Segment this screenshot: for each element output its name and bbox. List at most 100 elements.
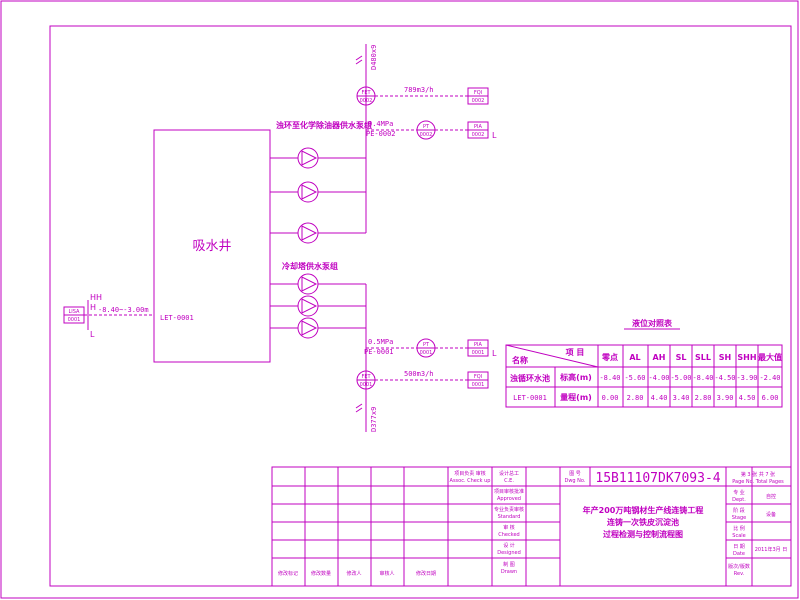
tb-version-en: Rev. (734, 571, 745, 577)
row1-v0: -8.40 (599, 374, 620, 382)
pump-arrow-icon (301, 184, 318, 200)
level-col-3: SL (676, 353, 687, 362)
pia-bottom-line2: 0001 (472, 350, 485, 356)
pt-bottom-line2: 0001 (420, 350, 433, 356)
tb-date-value: 2011年3月 日 (755, 546, 788, 553)
rev-col-1: 修改数量 (311, 570, 331, 577)
tb-version: 版次/版数 (728, 563, 750, 570)
pump-group1-title: 浊环至化学除油器供水泵组 (276, 120, 372, 130)
row2-v1: 2.80 (627, 394, 644, 402)
row1-v7: -2.40 (759, 374, 780, 382)
pressure-top: 0.4MPa (368, 120, 393, 128)
level-col-5: SH (719, 353, 731, 362)
pt-top-line1: PT (423, 124, 430, 130)
row2-v2: 4.40 (651, 394, 668, 402)
row2-label: 量程(m) (560, 392, 592, 402)
water-well-box (153, 129, 271, 363)
pt-top-line2: 0002 (420, 132, 433, 138)
pia-bottom-l: L (492, 349, 497, 358)
tb-stage-value: 设备 (766, 511, 776, 518)
tb-project-manager-en: Assoc. Check up (450, 478, 491, 484)
pressure-bottom: 0.5MPa (368, 338, 393, 346)
lisa-h: H (90, 303, 96, 312)
title-block: 修改标记 修改数量 修改人 审核人 修改日期 项目负责 审核 Assoc. Ch… (271, 466, 792, 587)
well-label: 吸水井 (192, 239, 231, 254)
row1-v4: -8.40 (692, 374, 713, 382)
row2-v3: 3.40 (673, 394, 690, 402)
row1-v5: -4.50 (714, 374, 735, 382)
tb-major-value: 自控 (766, 493, 776, 500)
lisa-let-tag: LET-0001 (160, 314, 194, 322)
level-col-2: AH (653, 353, 666, 362)
tb-chief-en: C.E. (504, 478, 514, 484)
row2-name: LET-0001 (513, 394, 547, 402)
row1-label: 标高(m) (559, 372, 592, 382)
rev-col-4: 修改日期 (416, 570, 436, 577)
level-header-name: 名称 (512, 355, 528, 365)
row1-v6: -3.90 (736, 374, 757, 382)
tb-design: 设 计 (503, 542, 515, 549)
pump-arrow-icon (301, 150, 318, 166)
rev-col-0: 修改标记 (278, 570, 298, 577)
inner-frame (49, 25, 792, 587)
flow-bottom: 500m3/h (404, 370, 434, 378)
bottom-pipeline: 0.5MPa PE-0001 PT 0001 PIA 0001 L FET 00… (355, 338, 497, 432)
top-pipeline: D480x9 FET 0002 789m3/h FQI 0002 0.4MPa … (355, 45, 497, 140)
pt-bottom-line1: PT (423, 342, 430, 348)
pe-top: PE-0002 (366, 130, 396, 138)
tb-review-en: Checked (498, 532, 519, 538)
level-col-1: AL (629, 353, 640, 362)
tb-date: 日 期 (733, 544, 745, 550)
pump-group-1 (269, 44, 367, 244)
pump-arrow-icon (301, 225, 318, 241)
fet-top-line2: 0002 (360, 98, 373, 104)
fet-top-line1: FET (361, 90, 371, 96)
row2-v4: 2.80 (695, 394, 712, 402)
lisa-l: L (90, 330, 95, 339)
lisa-hh: HH (90, 293, 102, 302)
tb-scale: 比 例 (733, 525, 745, 532)
level-header-item: 项 目 (566, 348, 585, 357)
tb-dwg-no: 15B11107DK7093-4 (595, 471, 720, 486)
pia-top-line1: PIA (474, 124, 482, 130)
tb-design-en: Designed (497, 550, 521, 556)
tb-chief: 设计总工 (499, 470, 519, 477)
tb-stage-en: Stage (732, 515, 746, 521)
tb-major-en: Dept. (732, 497, 746, 503)
rev-col-3: 审核人 (379, 570, 394, 577)
tb-sheet: 第 3 张 共 7 张 (741, 471, 775, 478)
pia-top-line2: 0002 (472, 132, 485, 138)
pump-group2-title: 冷却塔供水泵组 (282, 261, 338, 271)
tb-stage: 阶 段 (733, 507, 745, 514)
level-instrument-lisa: LISA 0001 HH H L -8.40~-3.00m LET-0001 (63, 293, 194, 339)
pump-arrow-icon (301, 276, 318, 292)
tb-project-line2: 连铸一次铁皮沉淀池 (607, 517, 679, 527)
flow-top: 789m3/h (404, 86, 434, 94)
row2-v0: 0.00 (602, 394, 619, 402)
level-col-4: SLL (695, 353, 711, 362)
tb-draw-en: Drawn (501, 569, 517, 575)
pump-group-2 (269, 273, 367, 432)
level-table-title: 液位对照表 (632, 318, 673, 328)
pump-arrow-icon (301, 298, 318, 314)
row1-name: 浊循环水池 (510, 373, 550, 383)
level-col-6: SHH (737, 353, 756, 362)
fqi-top-line1: FQI (474, 90, 482, 96)
fqi-top-line2: 0002 (472, 98, 485, 104)
tb-approve: 项目审核批准 (494, 488, 524, 495)
row2-v6: 4.50 (739, 394, 756, 402)
level-table: 液位对照表 项 目 名称 零点 AL AH SL SLL SH SHH 最大值 … (505, 318, 783, 408)
tb-review: 审 核 (503, 524, 515, 531)
pe-bottom: PE-0001 (364, 348, 394, 356)
pipe-top-label: D480x9 (370, 45, 378, 70)
fet-bottom-line1: FET (361, 374, 371, 380)
pump-arrow-icon (301, 320, 318, 336)
level-col-0: 零点 (601, 352, 618, 362)
level-col-7: 最大值 (758, 352, 782, 362)
tb-scale-en: Scale (732, 533, 745, 539)
fqi-bottom-line1: FQI (474, 374, 482, 380)
tb-major: 专 业 (733, 489, 745, 496)
row2-v7: 6.00 (762, 394, 779, 402)
